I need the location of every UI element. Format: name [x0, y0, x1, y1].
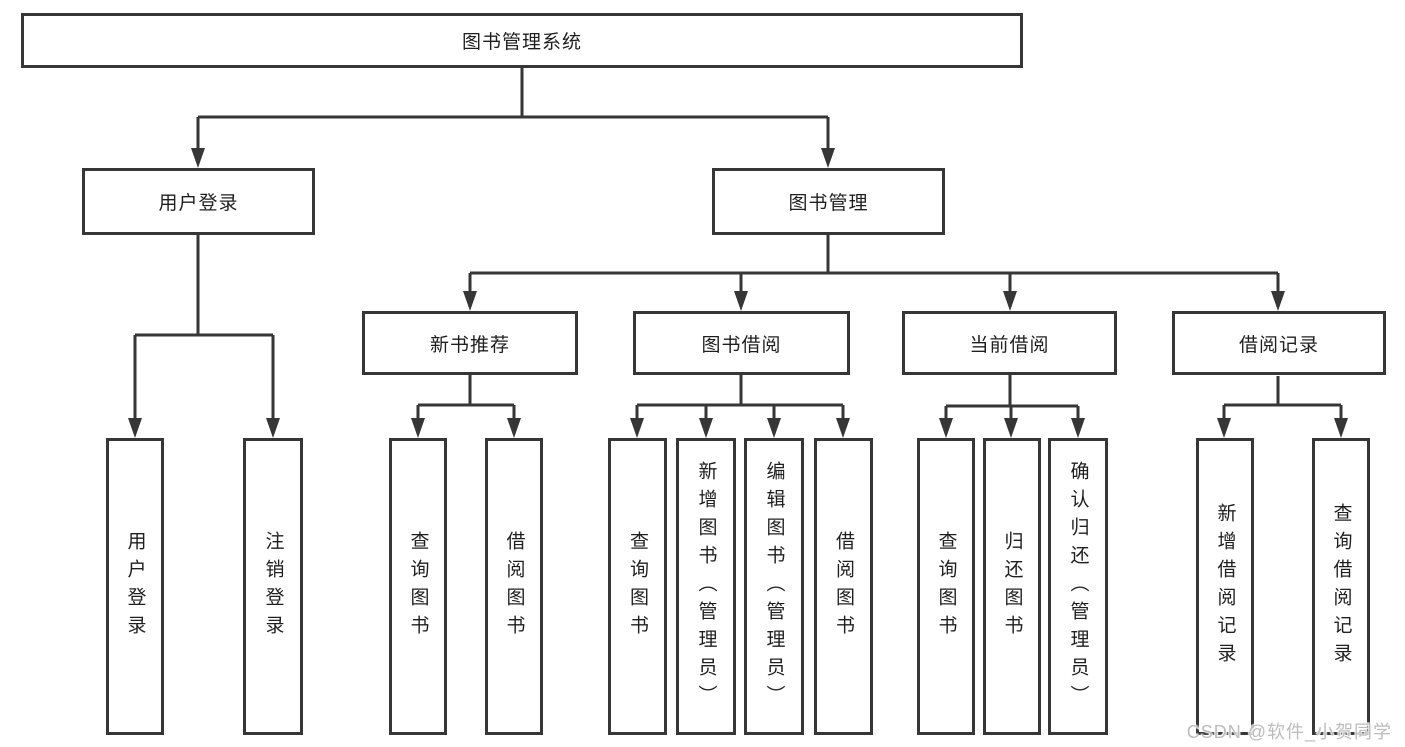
leaf-user-login: 用户登录: [106, 438, 164, 735]
leaf-query-books-current: 查询图书: [917, 438, 975, 735]
arrow-head-icon: [939, 418, 1085, 438]
arrow-head-icon: [630, 418, 850, 438]
arrow-head-icon: [463, 291, 1285, 311]
connector-shaft: [416, 375, 516, 420]
node-current-borrow: 当前借阅: [902, 311, 1117, 375]
connector-book-borrow-children: [630, 375, 850, 438]
connector-shaft: [196, 68, 830, 150]
node-borrow-records: 借阅记录: [1172, 311, 1386, 375]
connector-shaft: [1222, 376, 1343, 420]
arrow-head-icon: [1217, 418, 1348, 438]
connector-root-to-level2: [191, 68, 835, 168]
leaf-add-borrow-record: 新增借阅记录: [1196, 438, 1254, 735]
leaf-edit-books-admin: 编辑图书（管理员）: [744, 438, 804, 735]
connector-user-login-children: [128, 235, 280, 438]
connector-shaft: [133, 235, 275, 420]
connector-current-borrow-children: [939, 375, 1085, 438]
arrow-head-icon: [191, 148, 835, 168]
leaf-query-books-borrow: 查询图书: [608, 438, 667, 735]
leaf-query-books-recommend: 查询图书: [389, 438, 447, 735]
leaf-confirm-return-admin: 确认归还（管理员）: [1048, 438, 1108, 735]
connector-shaft: [944, 375, 1080, 420]
node-system-root: 图书管理系统: [21, 13, 1023, 68]
node-user-login: 用户登录: [82, 168, 315, 235]
leaf-return-books: 归还图书: [983, 438, 1041, 735]
leaf-borrow-books: 借阅图书: [814, 438, 873, 735]
arrow-head-icon: [128, 418, 280, 438]
leaf-logout: 注销登录: [243, 438, 303, 735]
arrow-head-icon: [411, 418, 521, 438]
connector-book-management-children: [463, 235, 1285, 311]
node-new-book-recommend: 新书推荐: [362, 311, 578, 375]
csdn-watermark: CSDN @软件_小贺同学: [1186, 722, 1392, 742]
connector-new-book-recommend-children: [411, 375, 521, 438]
leaf-query-borrow-record: 查询借阅记录: [1312, 438, 1370, 735]
node-book-management: 图书管理: [712, 168, 945, 235]
leaf-add-books-admin: 新增图书（管理员）: [676, 438, 736, 735]
leaf-borrow-books-recommend: 借阅图书: [485, 438, 543, 735]
connector-shaft: [635, 375, 845, 420]
connector-borrow-records-children: [1217, 376, 1348, 438]
node-book-borrow: 图书借阅: [633, 311, 850, 375]
connector-shaft: [468, 235, 1280, 293]
